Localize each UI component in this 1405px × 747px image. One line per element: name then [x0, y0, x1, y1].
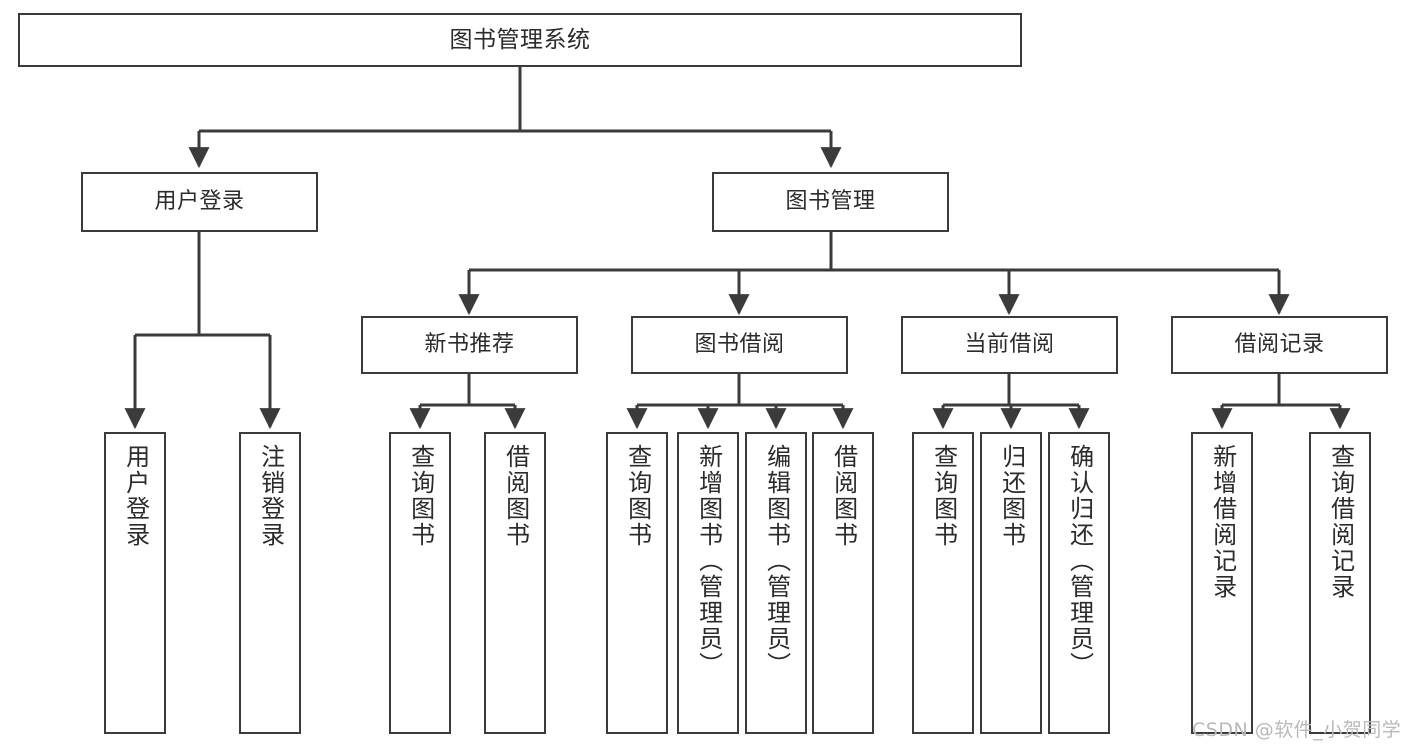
- node-leaf-add-borrow-record[interactable]: 新增借阅记录: [1191, 432, 1253, 734]
- node-leaf-add-book[interactable]: 新增图书（管理员）: [677, 432, 739, 734]
- node-label: 借阅图书: [829, 444, 858, 548]
- node-leaf-query-borrow-record[interactable]: 查询借阅记录: [1309, 432, 1371, 734]
- node-leaf-query-books-recommend[interactable]: 查询图书: [389, 432, 451, 734]
- watermark-text: CSDN @软件_小贺同学: [1192, 719, 1402, 741]
- node-label: 用户登录: [121, 444, 150, 548]
- node-book-borrow[interactable]: 图书借阅: [631, 316, 848, 374]
- node-label: 编辑图书（管理员）: [762, 444, 791, 678]
- node-leaf-query-books-current[interactable]: 查询图书: [912, 432, 974, 734]
- node-label: 查询借阅记录: [1326, 444, 1355, 600]
- node-label: 注销登录: [256, 444, 285, 548]
- node-label: 新书推荐: [424, 331, 515, 357]
- node-label: 借阅记录: [1234, 331, 1325, 357]
- node-label: 借阅图书: [501, 444, 530, 548]
- node-new-book-recommend[interactable]: 新书推荐: [361, 316, 578, 374]
- node-borrow-record[interactable]: 借阅记录: [1171, 316, 1388, 374]
- node-label: 查询图书: [929, 444, 958, 548]
- node-label: 查询图书: [406, 444, 435, 548]
- node-book-management[interactable]: 图书管理: [712, 172, 949, 232]
- node-current-borrow[interactable]: 当前借阅: [901, 316, 1118, 374]
- node-leaf-edit-book[interactable]: 编辑图书（管理员）: [745, 432, 807, 734]
- node-user-login[interactable]: 用户登录: [81, 172, 318, 232]
- node-label: 当前借阅: [964, 331, 1055, 357]
- node-label: 图书管理: [785, 188, 876, 214]
- node-leaf-return-book[interactable]: 归还图书: [980, 432, 1042, 734]
- node-leaf-confirm-return[interactable]: 确认归还（管理员）: [1048, 432, 1110, 734]
- node-leaf-user-login[interactable]: 用户登录: [104, 432, 166, 734]
- node-leaf-query-books-borrow[interactable]: 查询图书: [606, 432, 668, 734]
- node-label: 图书借阅: [694, 331, 785, 357]
- node-leaf-borrow-books-recommend[interactable]: 借阅图书: [484, 432, 546, 734]
- node-label: 新增图书（管理员）: [694, 444, 723, 678]
- node-label: 确认归还（管理员）: [1065, 444, 1094, 678]
- node-label: 归还图书: [997, 444, 1026, 548]
- node-root-book-management-system[interactable]: 图书管理系统: [18, 13, 1022, 67]
- node-leaf-logout-login[interactable]: 注销登录: [239, 432, 301, 734]
- node-label: 新增借阅记录: [1208, 444, 1237, 600]
- node-leaf-borrow-books-borrow[interactable]: 借阅图书: [812, 432, 874, 734]
- node-label: 用户登录: [154, 188, 245, 214]
- node-label: 查询图书: [623, 444, 652, 548]
- node-label: 图书管理系统: [449, 26, 591, 53]
